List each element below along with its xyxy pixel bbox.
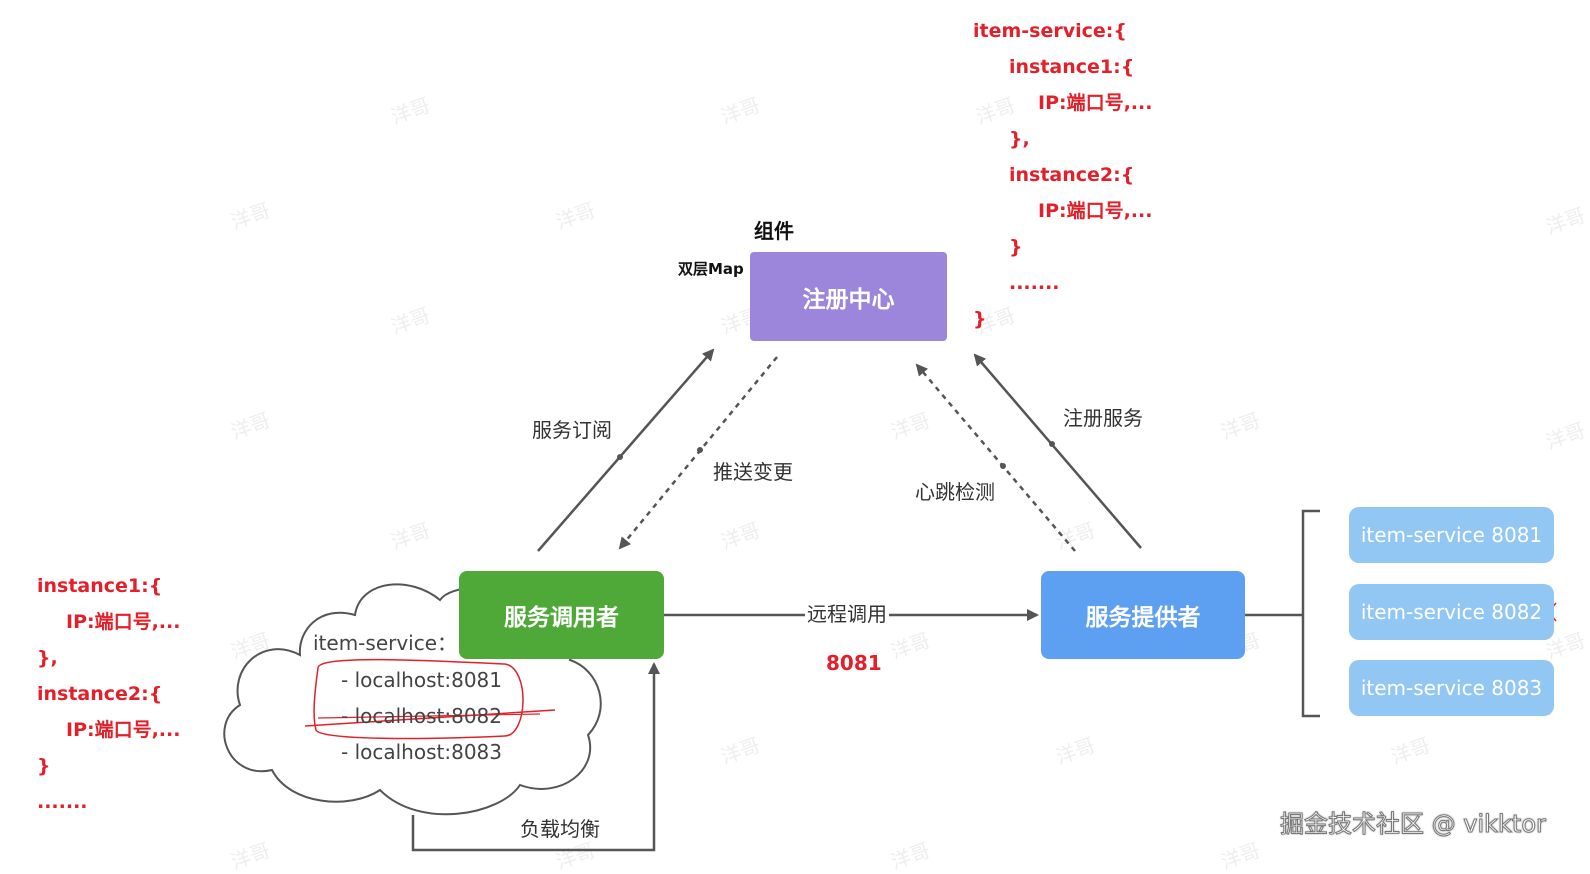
consumer-map-line: instance2:{: [37, 683, 163, 705]
provider-node: 服务提供者: [1041, 571, 1245, 659]
instance-node-8082: item-service 8082: [1349, 584, 1554, 640]
footer-credit: 掘金技术社区 @ vikktor: [1280, 810, 1547, 838]
cloud-title: item-service：: [313, 631, 458, 655]
instance-node-8083: item-service 8083: [1349, 660, 1554, 716]
instance-node-8081: item-service 8081: [1349, 507, 1554, 563]
register-arrow: [973, 353, 1142, 549]
consumer-map-line: instance1:{: [37, 575, 163, 597]
registry-map-line: instance1:{: [1009, 56, 1135, 78]
subscribe-arrow: [537, 348, 715, 552]
push-change-label: 推送变更: [713, 460, 793, 484]
registry-map-line: IP:端口号,...: [1038, 92, 1153, 114]
remote-call-label: 远程调用: [805, 602, 889, 626]
registry-note: 双层Map: [678, 260, 744, 278]
consumer-map-line: }: [37, 755, 51, 777]
instance-bracket: [1301, 509, 1320, 718]
subscribe-label: 服务订阅: [532, 418, 612, 442]
consumer-map-line: IP:端口号,...: [66, 611, 181, 633]
registry-map-line: IP:端口号,...: [1038, 200, 1153, 222]
heartbeat-arrow: [915, 363, 1076, 552]
strike-circle: [313, 658, 524, 740]
component-heading: 组件: [754, 219, 794, 243]
consumer-node: 服务调用者: [459, 571, 664, 659]
load-balance-arrow: [411, 662, 660, 852]
registry-map-line: .......: [1009, 272, 1060, 294]
registry-map-line: },: [1009, 128, 1030, 150]
cloud-host-8081: - localhost:8081: [341, 668, 502, 692]
consumer-map-line: },: [37, 647, 58, 669]
registry-map-line: item-service:{: [973, 20, 1127, 42]
consumer-map-line: .......: [37, 791, 88, 813]
cloud-host-8083: - localhost:8083: [341, 740, 502, 764]
cloud-host-8082: - localhost:8082: [341, 704, 502, 728]
consumer-map-line: IP:端口号,...: [66, 719, 181, 741]
registry-map-line: instance2:{: [1009, 164, 1135, 186]
registry-map-line: }: [1009, 236, 1023, 258]
heartbeat-label: 心跳检测: [915, 480, 995, 504]
remote-port-label: 8081: [826, 651, 882, 675]
register-label: 注册服务: [1063, 406, 1143, 430]
registry-map-line: }: [973, 308, 987, 330]
registry-node: 注册中心: [750, 252, 947, 341]
load-balance-label: 负载均衡: [520, 817, 600, 841]
